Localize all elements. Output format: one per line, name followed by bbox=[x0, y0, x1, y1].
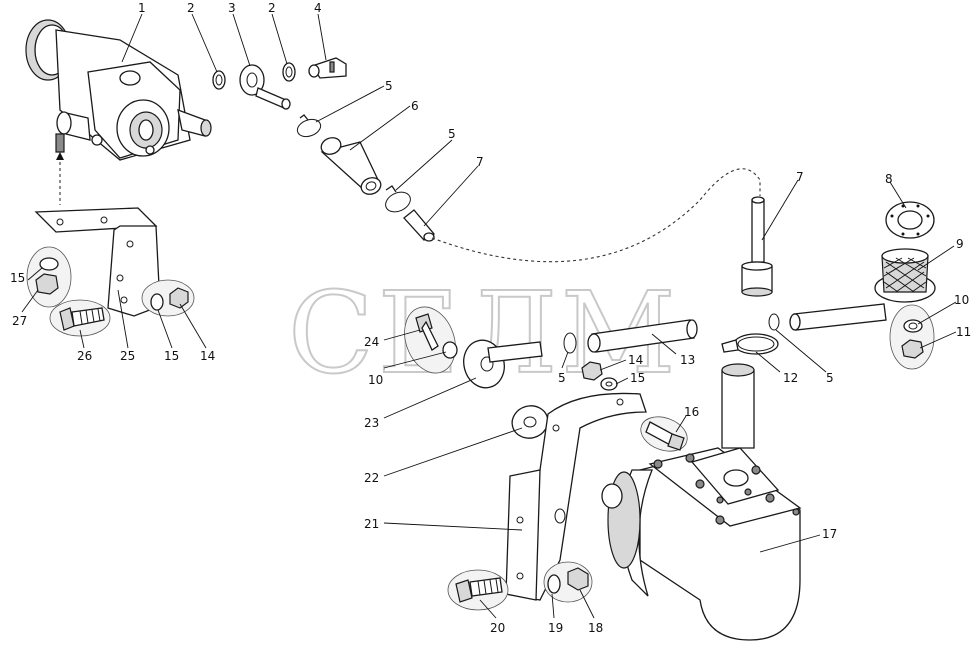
part-clamp-12 bbox=[721, 333, 779, 355]
callout-24: 24 bbox=[364, 335, 379, 349]
part-bolt-24 bbox=[415, 313, 439, 351]
callout-3: 3 bbox=[228, 1, 236, 15]
dashed-route-line bbox=[431, 168, 761, 263]
callout-2a: 2 bbox=[187, 1, 195, 15]
callout-5c: 5 bbox=[558, 371, 566, 385]
callout-11: 11 bbox=[956, 325, 971, 339]
callout-25: 25 bbox=[120, 349, 135, 363]
callout-15c: 15 bbox=[164, 349, 179, 363]
part-washer-19 bbox=[547, 574, 561, 594]
part-washer-15c bbox=[150, 293, 164, 311]
fastener-group-right bbox=[889, 304, 935, 370]
callout-15a: 15 bbox=[10, 271, 25, 285]
part-clamp-a bbox=[296, 118, 322, 138]
callout-10a: 10 bbox=[368, 373, 383, 387]
part-filter bbox=[874, 248, 936, 303]
callout-12: 12 bbox=[783, 371, 798, 385]
callout-14b: 14 bbox=[628, 353, 643, 367]
callout-5b: 5 bbox=[448, 127, 456, 141]
part-bolt-20 bbox=[455, 577, 503, 603]
callout-26: 26 bbox=[77, 349, 92, 363]
part-nut-27 bbox=[35, 273, 59, 295]
part-fitting bbox=[308, 57, 347, 79]
callout-9: 9 bbox=[956, 237, 964, 251]
part-washer-15a bbox=[39, 257, 59, 271]
part-bracket-21 bbox=[505, 392, 647, 601]
part-clamp-b bbox=[385, 191, 411, 213]
part-nut-14a bbox=[169, 287, 189, 309]
part-pipe-a bbox=[403, 209, 435, 242]
part-washer-b bbox=[282, 62, 296, 82]
part-reservoir bbox=[601, 363, 802, 641]
callout-23: 23 bbox=[364, 416, 379, 430]
part-washer-a bbox=[212, 70, 226, 90]
part-flange-22 bbox=[511, 405, 549, 439]
part-hose bbox=[320, 137, 382, 195]
callout-7a: 7 bbox=[476, 155, 484, 169]
part-flange-23 bbox=[463, 339, 543, 389]
callout-7b: 7 bbox=[796, 170, 804, 184]
callout-13: 13 bbox=[680, 353, 695, 367]
callout-19: 19 bbox=[548, 621, 563, 635]
callout-2b: 2 bbox=[268, 1, 276, 15]
part-banjo-fitting bbox=[239, 64, 291, 110]
part-washer-15b bbox=[600, 377, 618, 391]
part-clamp-d bbox=[768, 313, 780, 331]
callout-20: 20 bbox=[490, 621, 505, 635]
part-washer-10 bbox=[903, 319, 923, 333]
callout-17: 17 bbox=[822, 527, 837, 541]
part-washer-10b bbox=[442, 341, 458, 359]
callout-14a: 14 bbox=[200, 349, 215, 363]
callout-5a: 5 bbox=[385, 79, 393, 93]
callout-10b: 10 bbox=[954, 293, 969, 307]
callout-16: 16 bbox=[684, 405, 699, 419]
callout-21: 21 bbox=[364, 517, 379, 531]
part-hose-13 bbox=[587, 319, 698, 353]
part-bolt-16 bbox=[645, 421, 685, 451]
callout-6: 6 bbox=[411, 99, 419, 113]
part-bolt-26 bbox=[59, 307, 105, 331]
callout-18: 18 bbox=[588, 621, 603, 635]
arrow-head bbox=[56, 152, 64, 160]
callout-labels: 1 2 3 2 4 5 6 5 7 7 8 9 10 11 15 27 26 2… bbox=[10, 1, 971, 635]
part-nut-14b bbox=[581, 361, 603, 381]
part-pump bbox=[25, 19, 212, 161]
leader-lines bbox=[21, 13, 957, 619]
part-pipe-b bbox=[741, 196, 773, 297]
callout-15b: 15 bbox=[630, 371, 645, 385]
callout-1: 1 bbox=[138, 1, 146, 15]
part-nut-11 bbox=[901, 339, 924, 359]
callout-8: 8 bbox=[885, 172, 893, 186]
callout-5d: 5 bbox=[826, 371, 834, 385]
part-pipe-right bbox=[789, 303, 887, 331]
part-clamp-c bbox=[563, 332, 577, 354]
part-nut-18 bbox=[567, 567, 589, 591]
part-gasket bbox=[885, 201, 935, 239]
callout-27: 27 bbox=[12, 314, 27, 328]
callout-22: 22 bbox=[364, 471, 379, 485]
callout-4: 4 bbox=[314, 1, 322, 15]
